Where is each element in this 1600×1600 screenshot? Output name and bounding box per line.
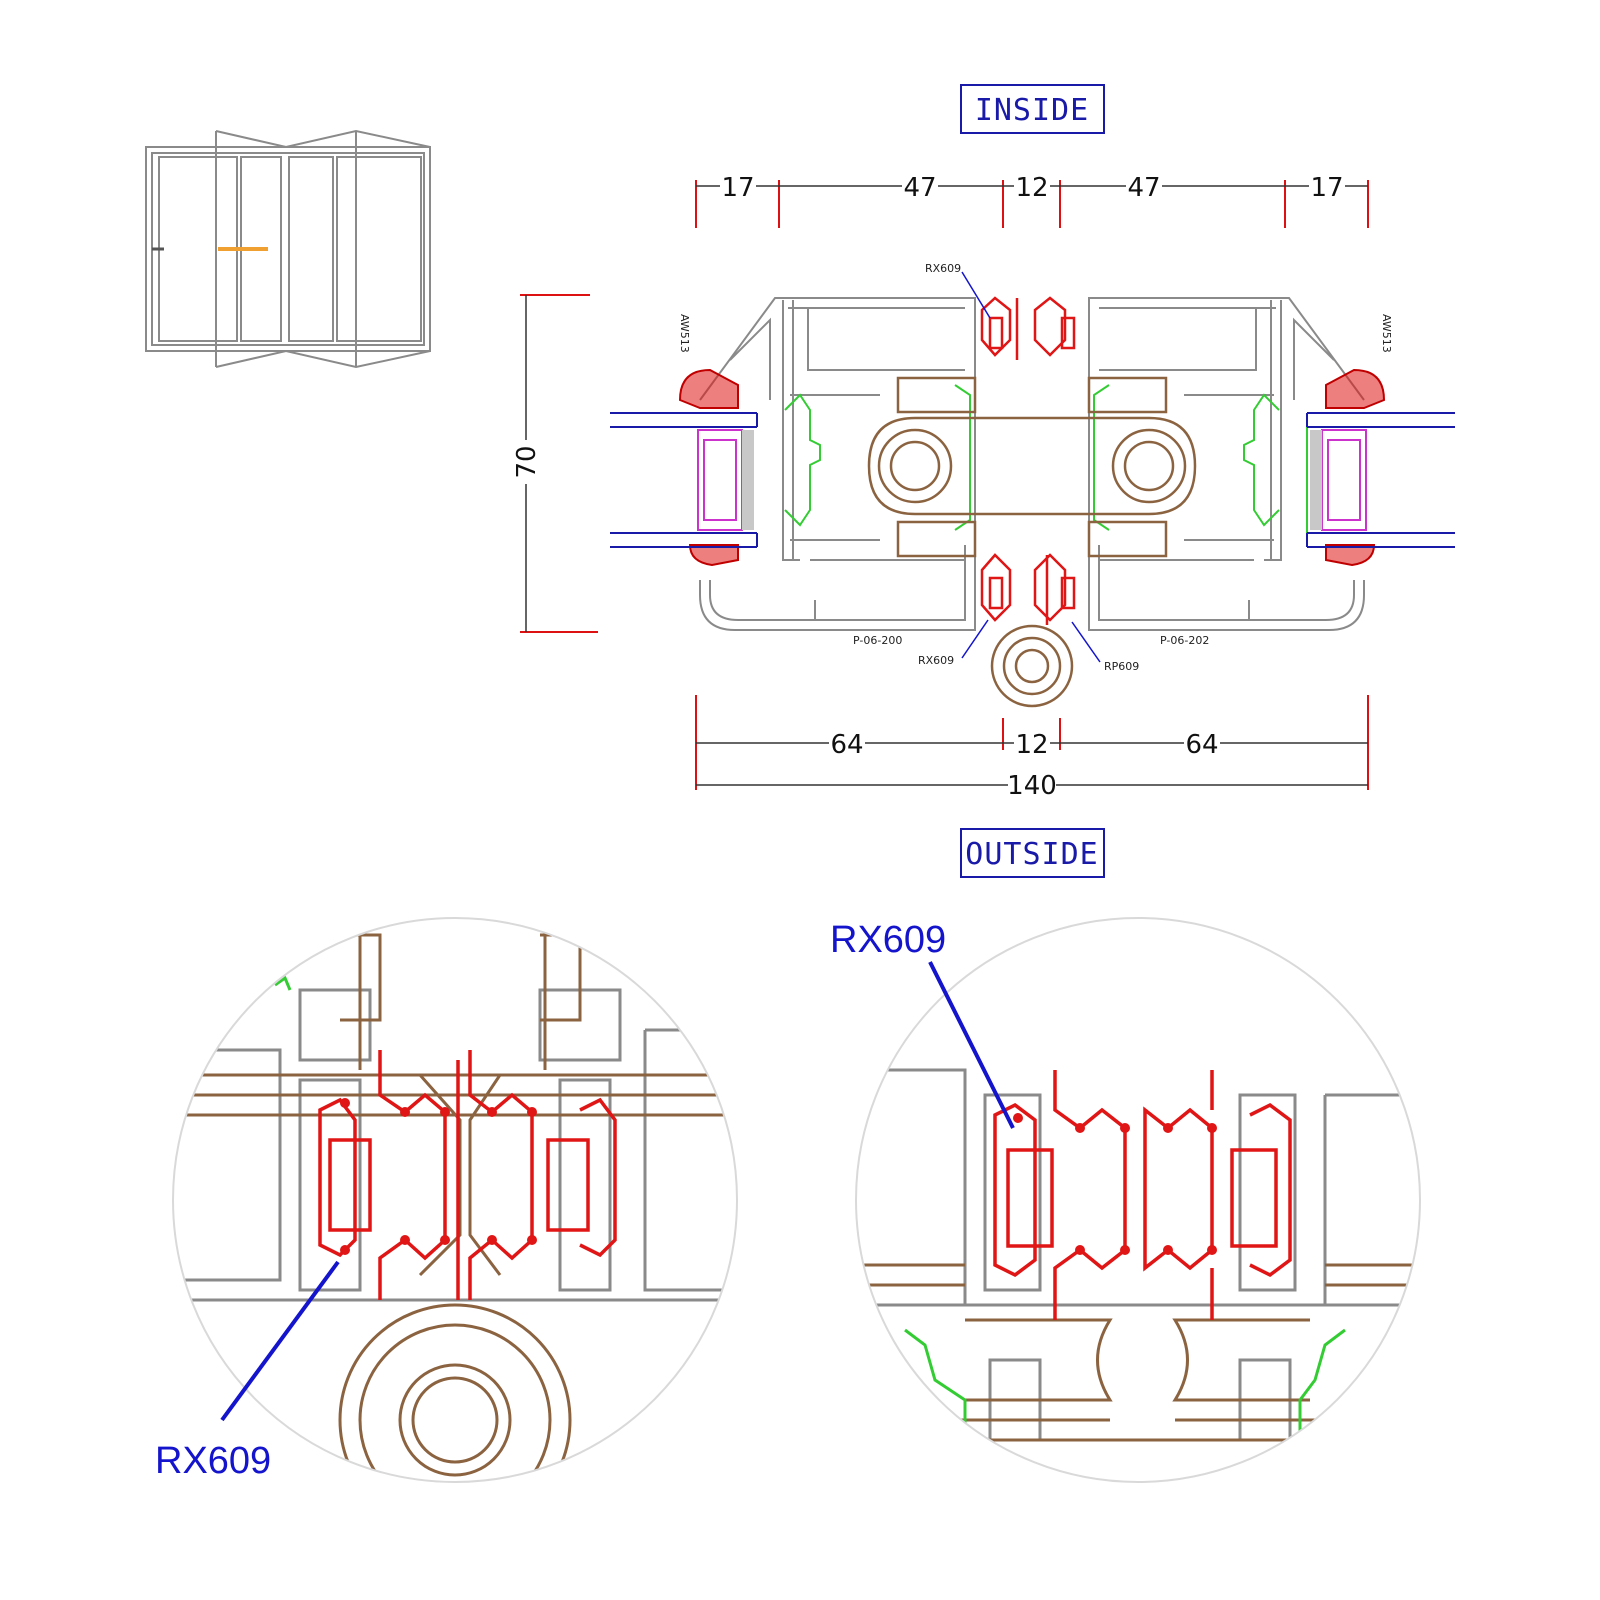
dim-top-47-left: 47 xyxy=(903,173,936,203)
detail-view-right: RX609 xyxy=(830,917,1421,1483)
dim-overall-140: 140 xyxy=(1007,771,1057,801)
top-dimension-chain: 17 47 12 47 17 xyxy=(695,170,1369,228)
detail-view-left: RX609 xyxy=(155,917,738,1483)
thermal-inserts xyxy=(784,384,1308,540)
detail-left-callout: RX609 xyxy=(155,1440,271,1482)
dim-top-17-left: 17 xyxy=(721,173,754,203)
outside-label: OUTSIDE xyxy=(965,837,1098,872)
part-leaders xyxy=(961,271,1101,663)
door-elevation-thumbnail xyxy=(145,129,431,369)
glass-panes xyxy=(610,412,1455,548)
tag-rp609: RP609 xyxy=(1104,660,1139,673)
section-drawing: RX609 RX609 RP609 P-06-200 P-06-202 AW51… xyxy=(610,262,1455,708)
tag-rx609-bottom: RX609 xyxy=(918,654,954,667)
height-dimension: 70 xyxy=(510,294,598,633)
dim-bottom-64-right: 64 xyxy=(1185,730,1218,760)
detail-left-leader xyxy=(220,1260,340,1422)
seal-gaskets xyxy=(980,296,1076,625)
hinge-hardware xyxy=(867,376,1197,708)
dim-top-12: 12 xyxy=(1015,173,1048,203)
tag-rx609-top: RX609 xyxy=(925,262,961,275)
inside-label: INSIDE xyxy=(975,93,1089,128)
aluminium-profiles xyxy=(699,297,1365,631)
tag-profile-left: P-06-200 xyxy=(853,634,902,647)
detail-right-leader xyxy=(928,961,1015,1129)
detail-right-callout: RX609 xyxy=(830,919,946,961)
tag-profile-right: P-06-202 xyxy=(1160,634,1209,647)
tag-gasket-left: AW513 xyxy=(678,314,691,353)
glazing-gaskets xyxy=(678,368,1386,567)
dim-height-70: 70 xyxy=(512,445,542,478)
bottom-dimension-chain: 64 12 64 140 xyxy=(695,695,1369,801)
dim-bottom-64-left: 64 xyxy=(830,730,863,760)
dim-top-47-right: 47 xyxy=(1127,173,1160,203)
tag-gasket-right: AW513 xyxy=(1380,314,1393,353)
desiccant-fill xyxy=(742,430,1322,530)
dim-bottom-12: 12 xyxy=(1015,730,1048,760)
inside-label-box: INSIDE xyxy=(960,84,1105,134)
outside-label-box: OUTSIDE xyxy=(960,828,1105,878)
dim-top-17-right: 17 xyxy=(1310,173,1343,203)
